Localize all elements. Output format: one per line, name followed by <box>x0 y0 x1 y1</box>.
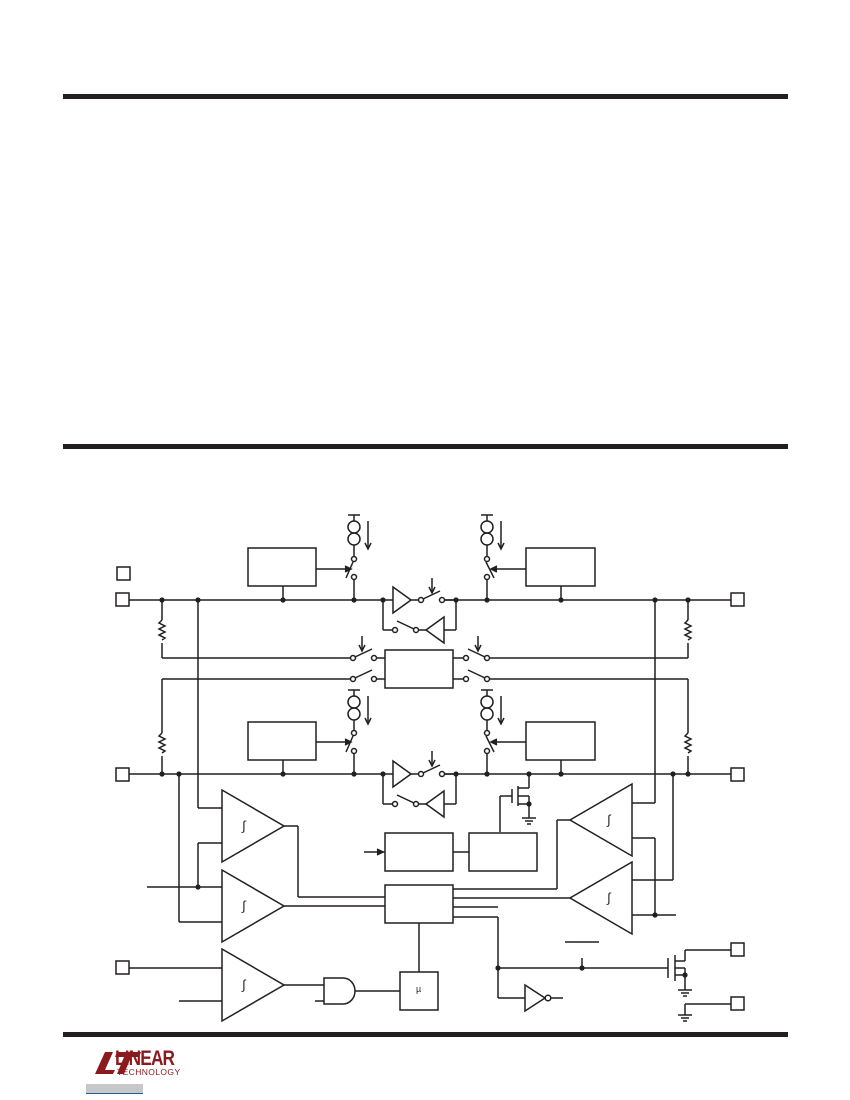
resistor-left-top <box>157 619 167 641</box>
svg-text:∫: ∫ <box>241 818 247 833</box>
comparator-left-2 <box>221 868 286 944</box>
pin-left-3 <box>115 960 130 975</box>
section-rule <box>63 444 788 449</box>
bottom-rule <box>63 1032 788 1037</box>
comparator-left-3 <box>221 947 286 1023</box>
current-source-mid-left <box>316 689 372 774</box>
comparator-right-2 <box>568 860 633 936</box>
block-top-right <box>525 547 596 587</box>
buffer-pair-top <box>382 578 457 645</box>
pin-right-2 <box>730 767 745 782</box>
linear-logo-icon <box>95 1052 141 1074</box>
block-logic-main <box>384 884 454 924</box>
brand-sub: TECHNOLOGY <box>117 1067 181 1077</box>
comparator-left-1 <box>221 788 286 864</box>
current-source-top-right <box>480 514 526 600</box>
svg-text:∫: ∫ <box>606 812 612 827</box>
pin-left-2 <box>115 767 130 782</box>
mosfet-output <box>667 949 731 997</box>
resistor-left-bottom <box>157 732 167 754</box>
and-gate <box>323 977 356 1005</box>
pin-left-1 <box>115 592 130 607</box>
pin-top-small <box>116 566 131 581</box>
current-source-mid-right <box>480 689 526 774</box>
resistor-right-bottom <box>683 732 693 754</box>
pin-right-4 <box>730 996 745 1011</box>
current-source-top-left <box>316 514 372 600</box>
mosfet-pulldown <box>499 774 536 832</box>
pin-right-3 <box>730 942 745 957</box>
top-rule <box>63 94 788 99</box>
block-mid-right <box>525 721 596 761</box>
svg-text:∫: ∫ <box>241 898 247 913</box>
block-top-left <box>247 547 317 587</box>
block-logic-right <box>468 832 538 872</box>
buffer-pair-bottom <box>382 751 457 819</box>
block-micro <box>399 971 439 1011</box>
pin-right-1 <box>730 592 745 607</box>
block-logic-upper <box>384 832 454 872</box>
svg-text:∫: ∫ <box>241 977 247 992</box>
resistor-right-top <box>683 619 693 641</box>
inverter <box>524 983 547 1013</box>
svg-text:∫: ∫ <box>606 890 612 905</box>
junctions <box>159 597 691 978</box>
brand-name: LINEAR <box>115 1047 175 1070</box>
footer-link[interactable] <box>86 1084 143 1094</box>
block-mid-left <box>247 721 317 761</box>
comparator-right-1 <box>568 782 633 858</box>
block-center-switch <box>384 649 454 689</box>
micro-label: µ <box>416 984 421 994</box>
